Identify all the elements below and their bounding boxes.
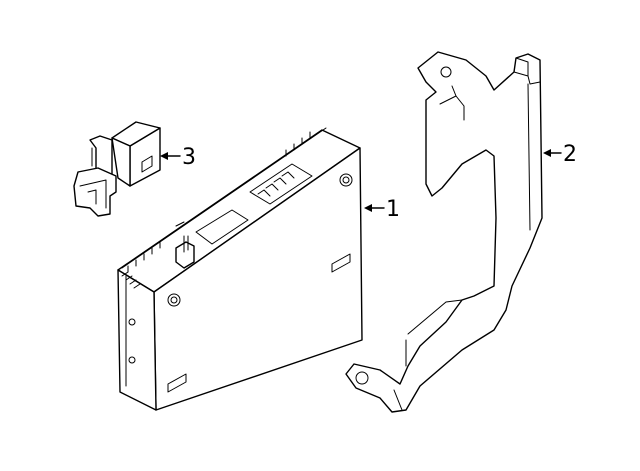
callout-3: 3 (160, 145, 196, 170)
callout-3-label: 3 (182, 145, 196, 170)
module-ribs (121, 131, 311, 289)
callout-2: 2 (543, 142, 577, 167)
callout-2-arrowhead (543, 149, 551, 157)
callout-1-label: 1 (386, 197, 400, 222)
part-2-bracket (345, 51, 543, 413)
callout-1-arrowhead (364, 204, 372, 212)
callout-1: 1 (364, 197, 400, 222)
callout-3-arrowhead (160, 152, 168, 160)
part-3-connector-clip (73, 121, 161, 217)
callout-2-label: 2 (563, 142, 577, 167)
part-1-control-module (117, 127, 363, 411)
